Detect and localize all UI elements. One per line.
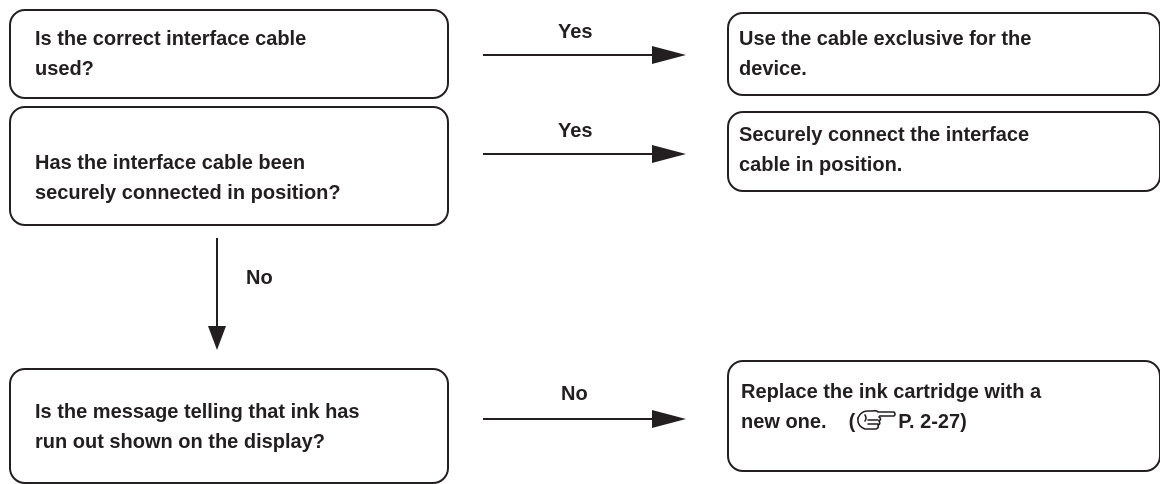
edge-label-yes-cable-connected: Yes <box>558 120 593 142</box>
arrow-q3-to-a3 <box>483 410 686 428</box>
pointing-hand-icon[interactable] <box>856 408 897 441</box>
question-box-cable-connected: Has the interface cable been securely co… <box>9 106 449 226</box>
page-reference-link[interactable]: P. 2-27) <box>898 411 967 433</box>
action-text: Replace the ink cartridge with a <box>741 381 1042 403</box>
action-box-replace-cartridge: Replace the ink cartridge with a new one… <box>727 360 1160 472</box>
action-text: Securely connect the interface <box>739 124 1030 146</box>
action-box-use-exclusive-cable: Use the cable exclusive for the device. <box>727 12 1160 96</box>
action-box-connect-cable: Securely connect the interface cable in … <box>727 111 1160 192</box>
question-text: used? <box>35 58 94 80</box>
question-text: securely connected in position? <box>35 182 341 204</box>
question-text: Has the interface cable been <box>35 152 306 174</box>
question-text: Is the correct interface cable <box>35 28 307 50</box>
edge-label-no-cable-connected: No <box>246 267 273 289</box>
question-text: Is the message telling that ink has <box>35 401 360 423</box>
arrow-q1-to-a1 <box>483 46 686 64</box>
edge-label-yes-cable-type: Yes <box>558 21 593 43</box>
arrow-q2-to-a2 <box>483 145 686 163</box>
question-text: run out shown on the display? <box>35 431 325 453</box>
action-text: new one. <box>741 411 827 433</box>
action-text: cable in position. <box>739 154 903 176</box>
action-text: device. <box>739 58 807 80</box>
page-reference-open: ( <box>848 411 856 433</box>
action-text: Use the cable exclusive for the <box>739 28 1032 50</box>
question-box-ink-message: Is the message telling that ink has run … <box>9 368 449 484</box>
question-box-cable-type: Is the correct interface cable used? <box>9 9 449 99</box>
edge-label-no-ink-message: No <box>561 383 588 405</box>
arrow-q2-to-q3 <box>208 238 226 350</box>
